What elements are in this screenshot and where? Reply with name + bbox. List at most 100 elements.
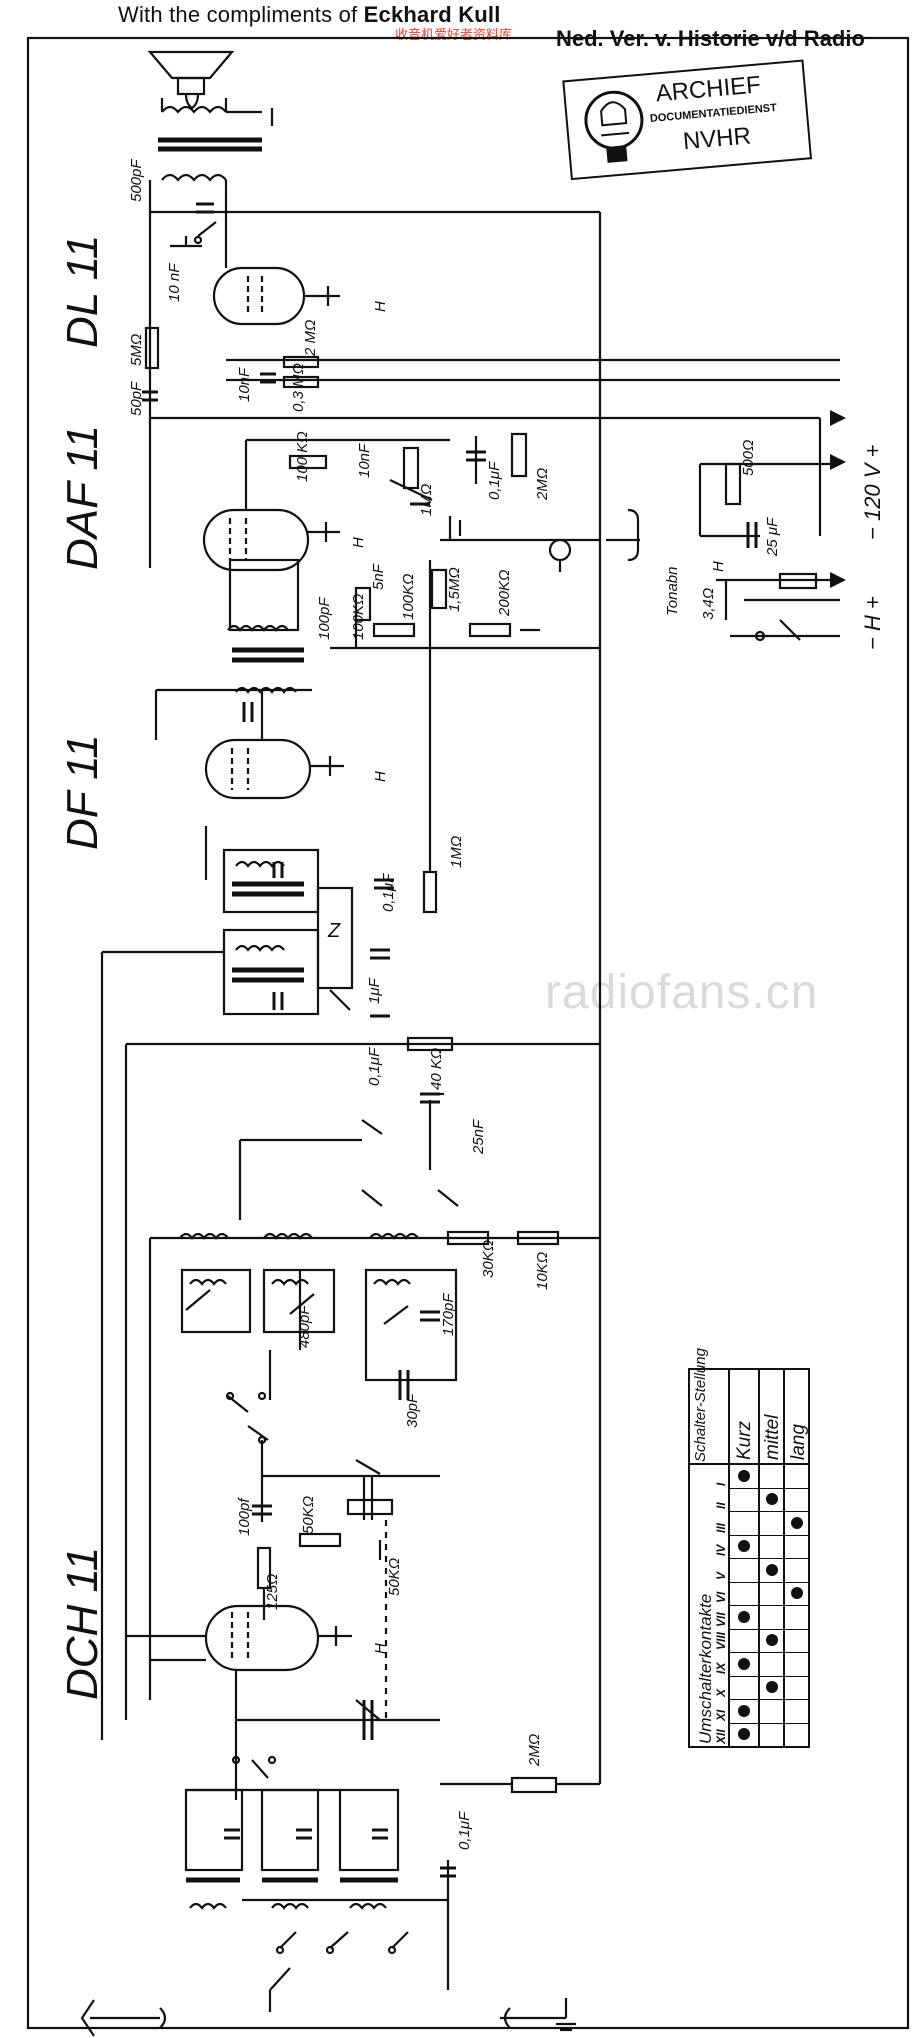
- label-480pf: 480pF: [296, 1305, 313, 1348]
- table-contact-row-VI: [729, 1581, 809, 1607]
- label-1mohm-a: 1MΩ: [418, 483, 435, 516]
- tube-label-dl11: DL 11: [58, 234, 107, 348]
- table-dot: [766, 1681, 778, 1694]
- table-contact-label-IV: IV: [714, 1544, 728, 1556]
- output-transformer: [158, 98, 274, 182]
- label-500pf: 500pF: [128, 159, 145, 202]
- table-dot: [738, 1610, 750, 1623]
- compliments-line: With the compliments of Eckhard Kull: [118, 2, 501, 27]
- dch11-tube: [126, 1604, 352, 1690]
- archive-stamp: ARCHIEF DOCUMENTATIEDIENST NVHR: [562, 59, 813, 181]
- table-contact-row-XII: [729, 1722, 809, 1748]
- valve-logo-icon: [584, 90, 644, 163]
- table-contact-row-VII: [729, 1605, 809, 1630]
- label-25nf: 25nF: [470, 1119, 487, 1154]
- table-contact-label-II: II: [714, 1502, 728, 1509]
- table-dot: [738, 1469, 750, 1482]
- table-contact-row-III: [729, 1511, 809, 1536]
- table-dot: [738, 1704, 750, 1717]
- label-h-switch: H: [710, 561, 727, 572]
- table-header-schalterstellung: Schalter-Stellung: [692, 1348, 709, 1462]
- label-0-3mohm: 0,3 MΩ: [290, 363, 307, 412]
- dl11-tube: [212, 196, 340, 326]
- label-100kohm-b: 100KΩ: [350, 593, 367, 640]
- table-contact-label-XI: XI: [714, 1709, 728, 1721]
- label-h-dl11: H: [372, 301, 389, 312]
- label-200kohm: 200KΩ: [496, 569, 513, 616]
- label-500ohm: 500Ω: [740, 439, 757, 476]
- table-contact-label-III: III: [714, 1522, 728, 1533]
- table-row-lang: lang: [788, 1424, 809, 1460]
- label-30pf: 30pF: [404, 1393, 421, 1428]
- label-5nf: 5nF: [370, 564, 387, 590]
- label-30kohm: 30KΩ: [480, 1239, 497, 1278]
- label-10nf-b: 10nF: [236, 367, 253, 402]
- table-contact-label-XII: XII: [714, 1729, 728, 1744]
- table-contact-row-V: [729, 1558, 809, 1583]
- table-dot: [766, 1634, 778, 1647]
- speaker-icon: [147, 50, 235, 110]
- table-dot: [766, 1563, 778, 1576]
- table-header-umschalterkontakte: Umschalterkontakte: [696, 1593, 715, 1744]
- label-25uf: 25 μF: [764, 517, 781, 556]
- table-contact-row-I: [729, 1464, 809, 1489]
- tube-label-df11: DF 11: [58, 734, 107, 850]
- table-contact-row-II: [729, 1487, 809, 1513]
- battery-panel: [606, 418, 840, 642]
- table-dot: [738, 1540, 750, 1553]
- label-100pf-b: 100pf: [236, 1498, 253, 1536]
- table-contact-label-VIII: VIII: [714, 1631, 728, 1650]
- label-1uf: 1μF: [366, 978, 383, 1004]
- label-100kohm-c: 100KΩ: [400, 573, 417, 620]
- label-h-dch11: H: [372, 1643, 389, 1654]
- tube-label-daf11: DAF 11: [58, 424, 107, 570]
- label-h-df11: H: [372, 771, 389, 782]
- label-0-1uf-c: 0,1μF: [366, 1047, 383, 1086]
- label-100kohm-a: 100 KΩ: [294, 431, 311, 482]
- watermark: radiofans.cn: [545, 966, 819, 1019]
- table-contact-row-IX: [729, 1652, 809, 1677]
- label-3-4ohm: 3,4Ω: [700, 587, 717, 620]
- table-contact-row-IV: [729, 1534, 809, 1560]
- table-contact-label-V: V: [714, 1571, 728, 1580]
- label-100pf-a: 100pF: [316, 597, 333, 640]
- label-10nf-c: 10nF: [356, 443, 373, 478]
- table-dot: [738, 1728, 750, 1741]
- label-0-1uf-a: 0,1μF: [486, 461, 503, 500]
- label-h-daf11: H: [350, 537, 367, 548]
- table-row-mittel: mittel: [762, 1414, 783, 1460]
- table-contact-label-I: I: [714, 1482, 728, 1486]
- label-10nf-a: 10 nF: [166, 263, 183, 302]
- label-50kohm-b: 50KΩ: [386, 1557, 403, 1596]
- label-1-5mohm: 1,5MΩ: [446, 567, 463, 612]
- label-1mohm-b: 1MΩ: [448, 835, 465, 868]
- tube-label-dch11: DCH 11: [58, 1546, 107, 1700]
- table-contact-label-X: X: [714, 1688, 728, 1697]
- label-0-1uf-b: 0,1μF: [380, 873, 397, 912]
- label-0-1uf-d: 0,1μF: [456, 1811, 473, 1850]
- author-name: Eckhard Kull: [363, 2, 501, 27]
- label-170pf: 170pF: [440, 1293, 457, 1336]
- table-contact-row-VIII: [729, 1628, 809, 1654]
- label-h-supply: − H +: [860, 596, 885, 650]
- label-z: Z: [328, 920, 341, 942]
- table-contact-label-IX: IX: [714, 1662, 728, 1674]
- drawing-frame: [26, 36, 910, 2030]
- table-row-kurz: Kurz: [734, 1420, 755, 1460]
- table-contact-row-XI: [729, 1699, 809, 1724]
- label-tonabn: Tonabn: [664, 566, 681, 617]
- label-50kohm-a: 50KΩ: [300, 1495, 317, 1534]
- label-125ohm: 125Ω: [264, 1573, 281, 1610]
- label-2mohm-a: 2 MΩ: [302, 319, 319, 356]
- label-5mohm: 5MΩ: [128, 333, 145, 366]
- label-120v: − 120 V +: [860, 444, 885, 540]
- label-40kohm: 40 KΩ: [428, 1047, 445, 1090]
- label-2mohm-c: 2MΩ: [526, 1733, 543, 1766]
- table-contact-label-VI: VI: [714, 1591, 728, 1603]
- table-contact-row-X: [729, 1675, 809, 1701]
- table-dot: [738, 1657, 750, 1670]
- table-contact-label-VII: VII: [714, 1611, 728, 1627]
- table-dot: [791, 1516, 803, 1529]
- table-dot: [766, 1493, 778, 1506]
